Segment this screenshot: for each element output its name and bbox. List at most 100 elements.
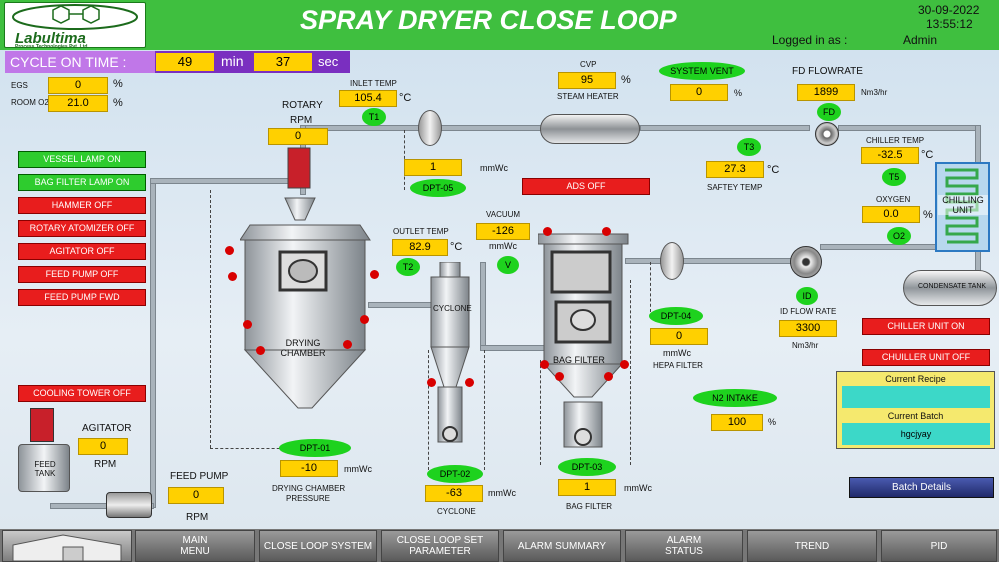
sensor-dot bbox=[543, 227, 552, 236]
dpt04-unit: mmWc bbox=[663, 348, 691, 358]
inlet-temp-label: INLET TEMP bbox=[350, 79, 397, 88]
pipe-feed-bottom bbox=[50, 503, 154, 509]
pipe-to-chiller bbox=[838, 125, 981, 131]
sensor-dot bbox=[360, 315, 369, 324]
dpt02-line-left bbox=[428, 350, 429, 470]
sensor-dot bbox=[370, 270, 379, 279]
egs-value: 0 bbox=[48, 77, 108, 94]
logo-text: Labultima bbox=[15, 30, 86, 47]
sensor-dot bbox=[427, 378, 436, 387]
ads-button[interactable]: ADS OFF bbox=[522, 178, 650, 195]
sensor-dot bbox=[243, 320, 252, 329]
dpt01-unit: mmWc bbox=[344, 464, 372, 474]
nav-button-close-loop-system[interactable]: CLOSE LOOP SYSTEM bbox=[259, 530, 377, 562]
agitator-value: 0 bbox=[78, 438, 128, 455]
system-vent-badge: SYSTEM VENT bbox=[659, 62, 745, 80]
chiller-temp-label: CHILLER TEMP bbox=[866, 136, 925, 145]
inlet-temp-unit: °C bbox=[399, 92, 412, 104]
dpt05-badge: DPT-05 bbox=[410, 179, 466, 197]
nav-button-close-loop-set-parameter[interactable]: CLOSE LOOP SET PARAMETER bbox=[381, 530, 499, 562]
room-o2-value: 21.0 bbox=[48, 95, 108, 112]
safety-temp-unit: °C bbox=[767, 164, 780, 176]
control-button-rotary-atomizer-off[interactable]: ROTARY ATOMIZER OFF bbox=[18, 220, 146, 237]
chiller-temp-value: -32.5 bbox=[861, 147, 919, 164]
drying-chamber-label: DRYING CHAMBER bbox=[280, 338, 326, 358]
nav-button-alarm-status[interactable]: ALARM STATUS bbox=[625, 530, 743, 562]
nav-button-pid[interactable]: PID bbox=[881, 530, 997, 562]
safety-temp-value: 27.3 bbox=[706, 161, 764, 178]
pipe-bag-id bbox=[625, 258, 800, 264]
system-vent-unit: % bbox=[734, 88, 743, 98]
outlet-temp-value: 82.9 bbox=[392, 239, 448, 256]
chiller-off-button[interactable]: CHUILLER UNIT OFF bbox=[862, 349, 990, 366]
id-fan-icon bbox=[790, 246, 822, 278]
dpt01-badge: DPT-01 bbox=[279, 439, 351, 457]
chilling-unit-label: CHILLING UNIT bbox=[938, 195, 988, 215]
control-button-agitator-off[interactable]: AGITATOR OFF bbox=[18, 243, 146, 260]
nav-button-alarm-summary[interactable]: ALARM SUMMARY bbox=[503, 530, 621, 562]
safety-temp-label: SAFTEY TEMP bbox=[707, 183, 763, 192]
feed-tank bbox=[18, 444, 70, 492]
control-button-feed-pump-fwd[interactable]: FEED PUMP FWD bbox=[18, 289, 146, 306]
nav-button-trend[interactable]: TREND bbox=[747, 530, 877, 562]
drying-chamber bbox=[240, 147, 371, 409]
sensor-dot bbox=[228, 272, 237, 281]
dpt01-line-left bbox=[210, 190, 211, 448]
egs-label: EGS bbox=[11, 81, 28, 90]
cvp-unit: % bbox=[621, 74, 631, 86]
inlet-filter bbox=[418, 110, 442, 146]
dpt03-line-left bbox=[540, 360, 541, 465]
batch-details-button[interactable]: Batch Details bbox=[849, 477, 994, 498]
egs-unit: % bbox=[113, 78, 123, 90]
sensor-dot bbox=[343, 340, 352, 349]
header-bar bbox=[0, 0, 999, 50]
sensor-dot bbox=[604, 372, 613, 381]
condensate-tank bbox=[903, 270, 997, 306]
dpt04-value: 0 bbox=[650, 328, 708, 345]
pipe-feed-up bbox=[150, 178, 156, 508]
sensor-dot bbox=[620, 360, 629, 369]
room-o2-label: ROOM O2 bbox=[11, 98, 49, 107]
control-button-vessel-lamp-on[interactable]: VESSEL LAMP ON bbox=[18, 151, 146, 168]
oxygen-label: OXYGEN bbox=[876, 195, 911, 204]
sensor-dot bbox=[555, 372, 564, 381]
t3-badge: T3 bbox=[737, 138, 761, 156]
steam-heater-label: STEAM HEATER bbox=[557, 92, 619, 101]
feed-pump-value: 0 bbox=[168, 487, 224, 504]
n2-intake-value: 100 bbox=[711, 414, 763, 431]
cvp-value: 95 bbox=[558, 72, 616, 89]
id-flow-label: ID FLOW RATE bbox=[780, 307, 837, 316]
agitator-motor bbox=[30, 408, 54, 442]
header-date: 30-09-2022 bbox=[918, 3, 980, 17]
system-vent-value: 0 bbox=[670, 84, 728, 101]
control-button-feed-pump-off[interactable]: FEED PUMP OFF bbox=[18, 266, 146, 283]
feed-tank-label: FEED TANK bbox=[34, 460, 56, 478]
vacuum-value: -126 bbox=[476, 223, 530, 240]
rotary-value: 0 bbox=[268, 128, 328, 145]
cooling-tower-button[interactable]: COOLING TOWER OFF bbox=[18, 385, 146, 402]
chiller-on-button[interactable]: CHILLER UNIT ON bbox=[862, 318, 990, 335]
dpt04-line bbox=[650, 262, 651, 312]
nav-button-main-menu[interactable]: MAIN MENU bbox=[135, 530, 255, 562]
fd-fan-icon bbox=[815, 122, 839, 146]
pipe-top-right bbox=[640, 125, 810, 131]
id-badge: ID bbox=[796, 287, 818, 305]
dpt02-line-right bbox=[484, 350, 485, 470]
feed-pump-icon bbox=[106, 492, 152, 518]
control-button-bag-filter-lamp-on[interactable]: BAG FILTER LAMP ON bbox=[18, 174, 146, 191]
cycle-min-unit: min bbox=[221, 53, 244, 69]
batch-label: Current Batch bbox=[887, 411, 944, 421]
chiller-temp-unit: °C bbox=[921, 149, 934, 161]
dpt02-unit: mmWc bbox=[488, 488, 516, 498]
hepa-filter-label: HEPA FILTER bbox=[653, 361, 703, 370]
logo-molecule-icon bbox=[12, 4, 138, 30]
fd-flow-value: 1899 bbox=[797, 84, 855, 101]
control-button-hammer-off[interactable]: HAMMER OFF bbox=[18, 197, 146, 214]
n2-intake-badge: N2 INTAKE bbox=[693, 389, 777, 407]
steam-heater bbox=[540, 114, 640, 144]
id-flow-unit: Nm3/hr bbox=[792, 341, 819, 350]
feed-pump-label: FEED PUMP bbox=[170, 471, 229, 482]
sensor-dot bbox=[540, 360, 549, 369]
fd-badge: FD bbox=[817, 103, 841, 121]
fd-flow-unit: Nm3/hr bbox=[861, 88, 888, 97]
